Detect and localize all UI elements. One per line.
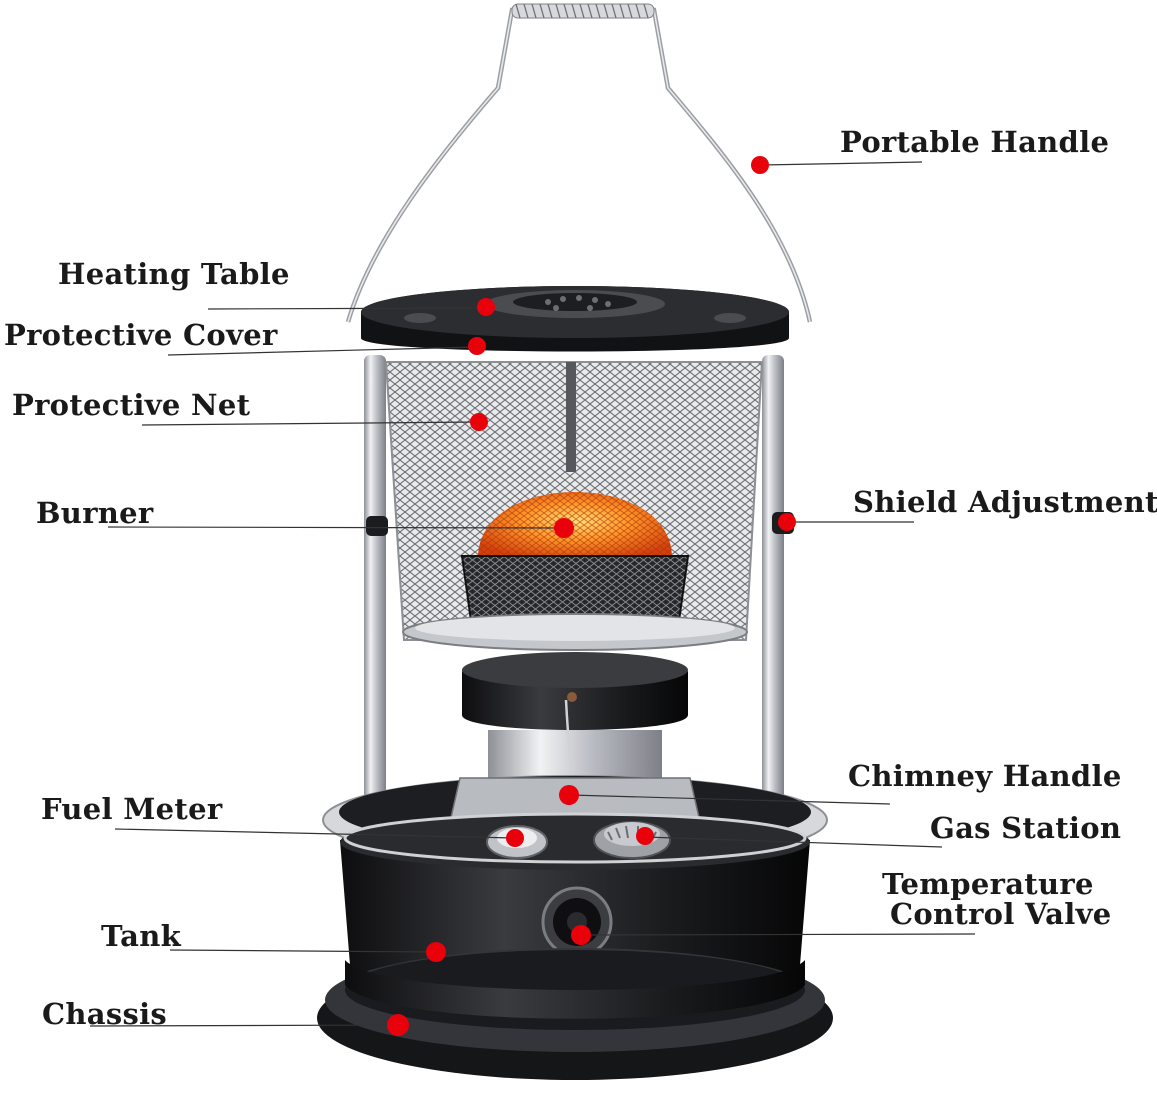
label-protective-cover: Protective Cover xyxy=(4,318,278,352)
marker-protective-net xyxy=(470,413,488,431)
label-protective-net: Protective Net xyxy=(12,388,251,422)
label-tank: Tank xyxy=(101,919,181,953)
leader-lines xyxy=(89,161,976,1027)
marker-fuel-meter xyxy=(506,829,524,847)
label-shield-adjustment: Shield Adjustment xyxy=(853,485,1157,519)
label-gas-station: Gas Station xyxy=(930,811,1122,845)
label-temperature-line1: Temperature xyxy=(882,867,1094,901)
marker-protective-cover xyxy=(468,337,486,355)
leader-gas-station xyxy=(644,836,943,848)
leader-chimney-handle xyxy=(569,794,891,805)
leader-protective-net xyxy=(141,421,480,426)
chassis-shape xyxy=(317,948,833,1080)
mesh-plate-ring xyxy=(402,613,748,651)
handle-spring-grip xyxy=(511,3,655,19)
marker-burner xyxy=(554,518,574,538)
label-portable-handle: Portable Handle xyxy=(840,125,1110,159)
gas-station-shape xyxy=(593,821,671,859)
leader-protective-cover xyxy=(167,346,478,356)
marker-shield-adjustment xyxy=(778,513,796,531)
label-temperature-control-valve: Temperature Control Valve xyxy=(882,869,1112,930)
label-burner: Burner xyxy=(36,496,154,530)
support-rods xyxy=(364,355,784,825)
leader-tank xyxy=(169,949,437,953)
label-chassis: Chassis xyxy=(42,997,168,1031)
burner-shape xyxy=(460,492,690,629)
marker-chimney-handle xyxy=(559,785,579,805)
leader-portable-handle xyxy=(759,161,923,166)
marker-heating-table xyxy=(477,298,495,316)
callout-markers xyxy=(387,156,796,1036)
label-chimney-handle: Chimney Handle xyxy=(848,759,1122,793)
marker-temperature-control-valve xyxy=(571,925,591,945)
leader-temperature-control-valve xyxy=(580,933,976,936)
label-temperature-line2: Control Valve xyxy=(890,897,1112,932)
marker-chassis xyxy=(387,1014,409,1036)
label-heating-table: Heating Table xyxy=(58,257,290,291)
leader-fuel-meter xyxy=(114,828,516,839)
leader-chassis xyxy=(89,1024,399,1027)
top-cap-shape xyxy=(361,286,789,352)
label-fuel-meter: Fuel Meter xyxy=(41,792,223,826)
portable-handle-wire xyxy=(345,3,813,323)
marker-tank xyxy=(426,942,446,962)
temperature-knob-shape xyxy=(541,886,613,958)
leader-burner xyxy=(107,526,565,529)
leader-heating-table xyxy=(207,307,486,310)
marker-portable-handle xyxy=(751,156,769,174)
marker-gas-station xyxy=(636,827,654,845)
